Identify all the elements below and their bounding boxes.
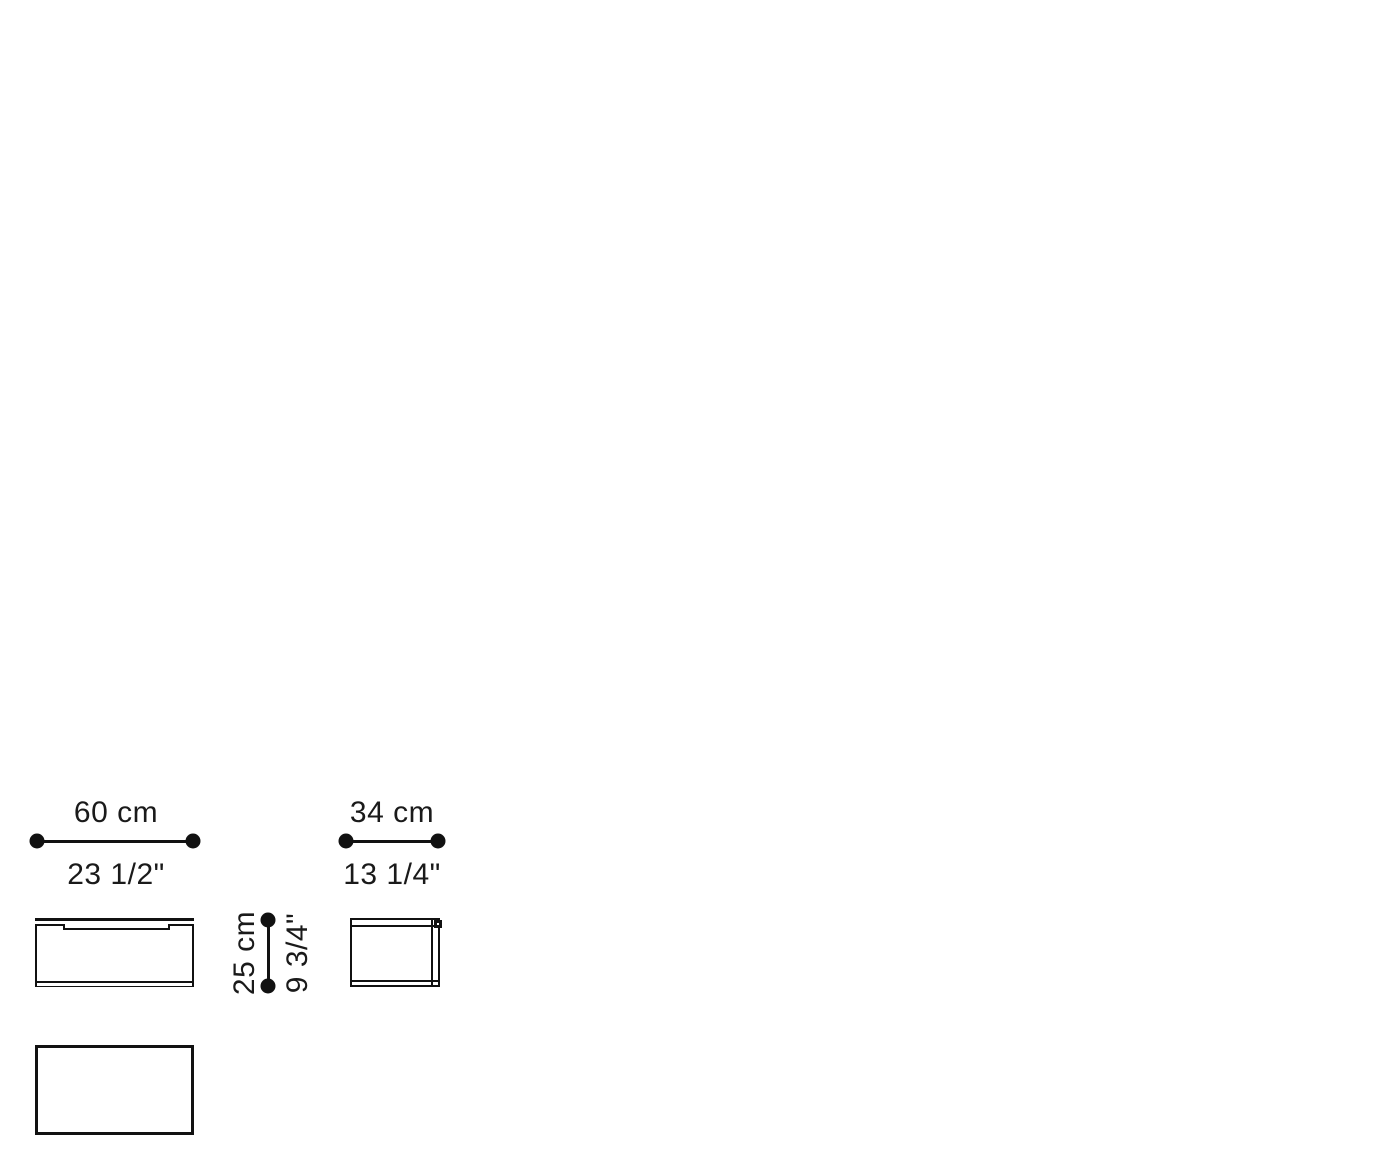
- side-elevation-top-inner-line: [352, 925, 438, 927]
- height-dimension-line: [267, 919, 270, 987]
- depth-metric-label: 34 cm: [349, 796, 435, 829]
- width-metric-label: 60 cm: [73, 796, 159, 829]
- front-elevation-base-rail: [37, 981, 192, 986]
- depth-dimension-start-dot: [338, 833, 354, 849]
- height-metric-label: 25 cm: [228, 910, 261, 996]
- depth-dimension-end-dot: [430, 833, 446, 849]
- depth-dimension-line: [346, 840, 439, 843]
- side-elevation-bottom-inner-line: [352, 980, 438, 982]
- width-dimension-start-dot: [29, 833, 45, 849]
- height-dimension-end-dot: [260, 978, 276, 994]
- height-dimension-start-dot: [260, 912, 276, 928]
- side-elevation-hinge-pin: [437, 923, 439, 925]
- front-elevation-handle-recess: [63, 924, 170, 930]
- side-elevation-panel-line: [431, 920, 433, 986]
- depth-imperial-label: 13 1/4": [343, 858, 441, 891]
- width-dimension-line: [37, 840, 194, 843]
- plan-view-outline: [35, 1045, 194, 1135]
- width-dimension-end-dot: [185, 833, 201, 849]
- width-imperial-label: 23 1/2": [67, 858, 165, 891]
- side-elevation-outline: [350, 918, 440, 987]
- height-imperial-label: 9 3/4": [281, 912, 314, 994]
